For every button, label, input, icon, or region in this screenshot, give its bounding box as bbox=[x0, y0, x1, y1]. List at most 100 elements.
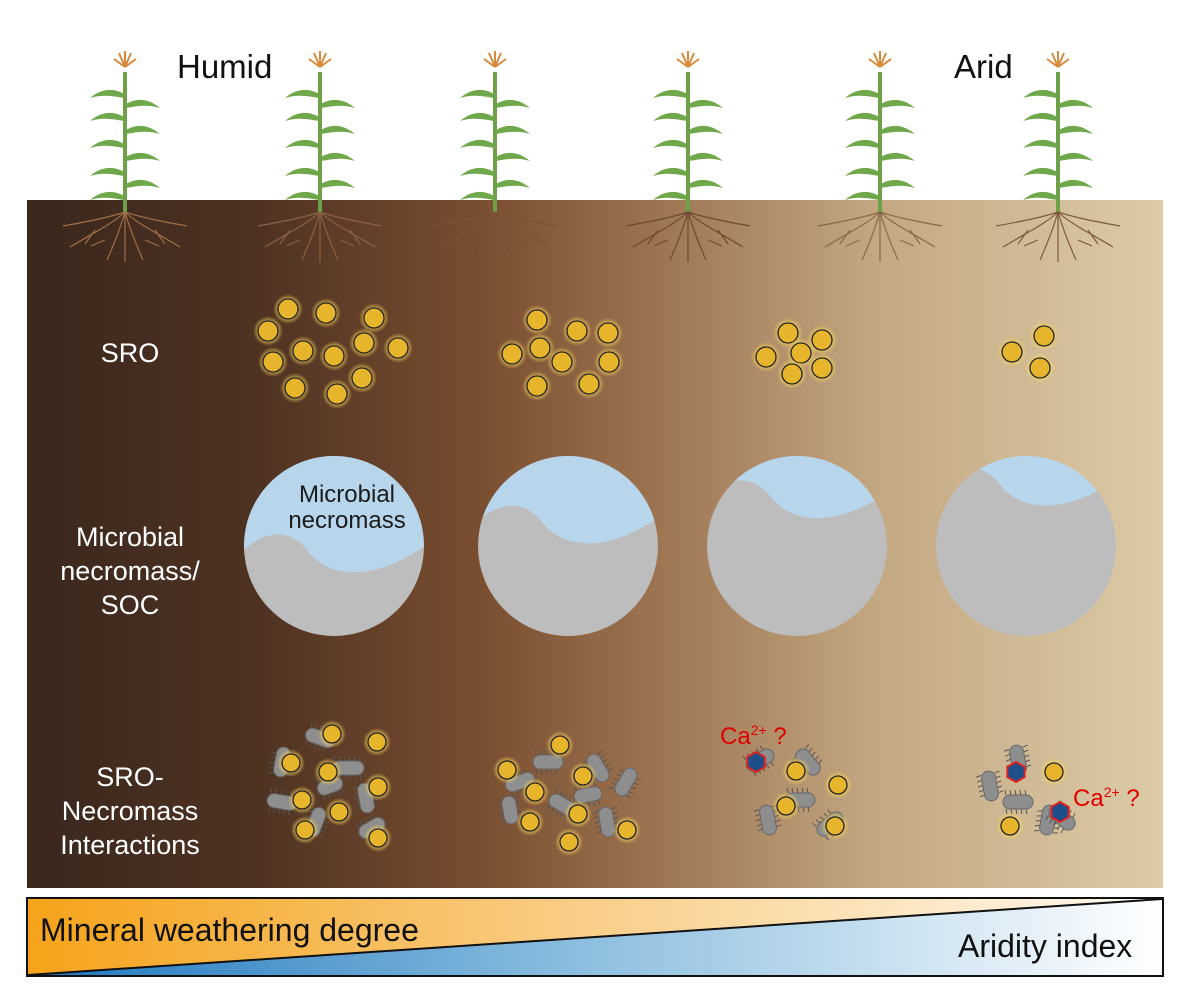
sro-particle bbox=[292, 790, 312, 810]
microbe-rod bbox=[976, 770, 1004, 802]
humid-label: Humid bbox=[177, 48, 273, 85]
corn-stalk bbox=[285, 51, 355, 212]
pie-label-line: necromass bbox=[288, 507, 406, 534]
microbe-spike bbox=[568, 795, 572, 801]
microbe-spike bbox=[752, 771, 757, 777]
microbe-spike bbox=[315, 723, 318, 730]
microbe-spike bbox=[283, 809, 285, 815]
necromass-row-label-line: SOC bbox=[100, 590, 160, 620]
microbe-spike bbox=[496, 799, 502, 803]
sro-particle bbox=[781, 363, 803, 385]
microbe-spike bbox=[353, 796, 359, 800]
microbe-spike bbox=[1004, 748, 1010, 752]
microbe-spike bbox=[618, 769, 625, 773]
microbe-spike bbox=[331, 792, 336, 798]
sro-particle bbox=[368, 828, 388, 848]
microbe-spike bbox=[611, 806, 617, 810]
microbe-spike bbox=[633, 782, 639, 786]
sro-particle bbox=[1044, 762, 1064, 782]
interactions-row-label-line: SRO- bbox=[96, 762, 164, 792]
sro-particle bbox=[1033, 325, 1055, 347]
microbe-spike bbox=[796, 787, 799, 794]
wedge-divider bbox=[27, 898, 1163, 976]
sro-particle bbox=[786, 761, 806, 781]
sro-particle bbox=[526, 375, 548, 397]
microbe-spike bbox=[1034, 825, 1040, 827]
microbe-body bbox=[501, 795, 519, 825]
corn-stalk bbox=[845, 51, 915, 212]
microbe-spike bbox=[271, 752, 277, 754]
microbe-spike bbox=[625, 795, 632, 798]
microbe-spike bbox=[559, 812, 563, 818]
microbe-spike bbox=[995, 775, 1001, 779]
microbe-spike bbox=[352, 791, 359, 795]
microbe-spike bbox=[613, 816, 619, 820]
microbe-spike bbox=[807, 806, 810, 813]
microbe-spike bbox=[628, 791, 634, 794]
microbe-spike bbox=[498, 809, 504, 813]
microbe-spike bbox=[310, 722, 313, 728]
microbe-spike bbox=[341, 788, 345, 794]
interactions-row-label: SRO- Necromass Interactions bbox=[35, 760, 225, 862]
microbe-spike bbox=[551, 807, 554, 813]
microbe-spike bbox=[607, 767, 613, 772]
calcium-label: Ca2+ ? bbox=[720, 722, 787, 751]
sro-particle bbox=[776, 796, 796, 816]
microbe-spike bbox=[1024, 789, 1027, 796]
microbe-spike bbox=[273, 807, 275, 813]
microbe-spike bbox=[349, 774, 352, 781]
microbe-spike bbox=[314, 743, 317, 750]
microbe-spike bbox=[1005, 758, 1011, 762]
microbe-spike bbox=[540, 768, 543, 775]
microbe-spike bbox=[805, 744, 810, 749]
microbe-spike bbox=[593, 815, 600, 819]
microbe-spike bbox=[534, 749, 537, 756]
microbe-spike bbox=[497, 804, 503, 808]
microbe-spike bbox=[1035, 820, 1041, 822]
necromass-fraction bbox=[244, 456, 424, 573]
microbe-spike bbox=[1072, 813, 1076, 819]
microbe-spike bbox=[592, 801, 596, 807]
microbe-spike bbox=[994, 770, 1000, 774]
microbe-spike bbox=[977, 784, 983, 788]
sro-particle bbox=[387, 337, 409, 359]
sro-particle bbox=[368, 777, 388, 797]
microbe-spike bbox=[516, 805, 522, 809]
microbe-spike bbox=[319, 745, 321, 751]
question-mark: ? bbox=[773, 723, 787, 750]
microbe-spike bbox=[600, 754, 605, 759]
sro-particle bbox=[326, 383, 348, 405]
microbe-spike bbox=[285, 790, 287, 796]
sro-particle bbox=[1000, 816, 1020, 836]
sro-particle bbox=[1029, 357, 1051, 379]
microbe-spike bbox=[756, 823, 762, 827]
microbe-spike bbox=[802, 806, 805, 813]
necromass-row-label-line: necromass/ bbox=[60, 556, 200, 586]
microbe-spike bbox=[775, 819, 781, 823]
microbe-spike bbox=[321, 825, 328, 828]
microbe-spike bbox=[322, 795, 327, 801]
sro-particle bbox=[277, 298, 299, 320]
microbe-spike bbox=[791, 787, 794, 794]
sro-particle bbox=[329, 802, 349, 822]
corn-stalk bbox=[1023, 51, 1093, 212]
sro-particle bbox=[597, 322, 619, 344]
microbe-spike bbox=[355, 806, 361, 810]
sro-particle bbox=[568, 804, 588, 824]
necromass-row-label: Microbial necromass/ SOC bbox=[40, 520, 220, 622]
sro-particle bbox=[323, 345, 345, 367]
microbe-spike bbox=[976, 779, 983, 783]
sro-particle bbox=[363, 307, 385, 329]
sro-particle bbox=[551, 351, 573, 373]
pie-label: Microbial necromass bbox=[262, 482, 432, 534]
microbe-body bbox=[614, 767, 638, 797]
microbe-spike bbox=[1049, 818, 1053, 824]
sro-particle bbox=[525, 782, 545, 802]
sro-particle bbox=[566, 320, 588, 342]
microbe-spike bbox=[1004, 789, 1007, 796]
microbe-spike bbox=[611, 782, 617, 786]
microbe-spike bbox=[374, 802, 380, 806]
microbe-spike bbox=[1025, 808, 1028, 815]
microbe-spike bbox=[353, 755, 356, 762]
